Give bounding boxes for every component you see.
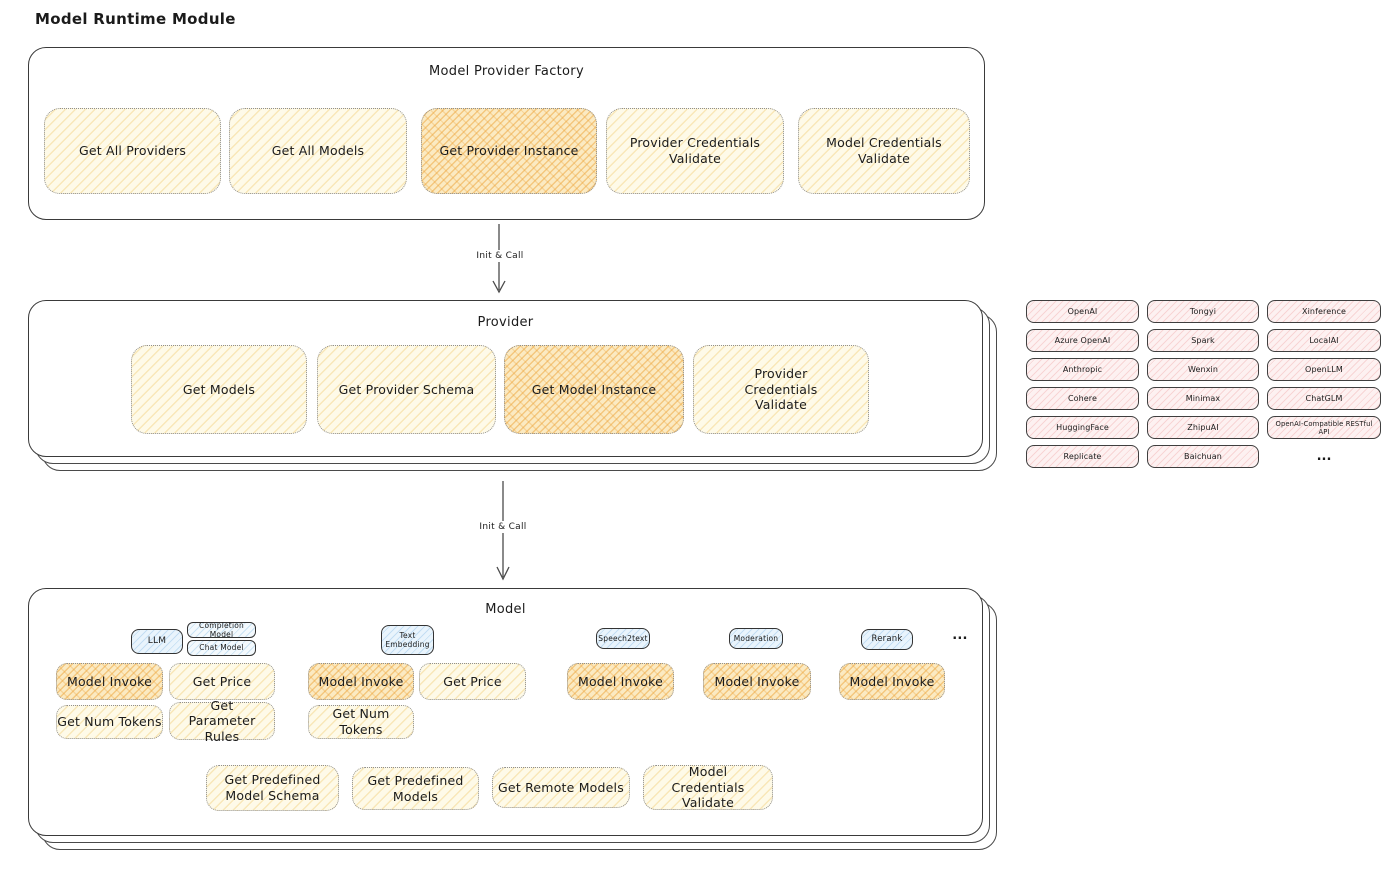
providers-more-ellipsis: ... (1316, 449, 1332, 464)
provider-pill-azure-openai: Azure OpenAI (1026, 329, 1139, 352)
model-box: Model LLM Completion Model Chat Model Te… (28, 588, 983, 836)
tab-moderation: Moderation (729, 628, 783, 649)
arrow1-label: Init & Call (461, 250, 539, 262)
diagram-title: Model Runtime Module (35, 10, 236, 28)
arrow2-label: Init & Call (464, 521, 542, 533)
node-model-invoke-llm: Model Invoke (56, 663, 163, 700)
provider-pill-openllm: OpenLLM (1267, 358, 1381, 381)
provider-pill-huggingface: HuggingFace (1026, 416, 1139, 439)
model-box-title: Model (485, 602, 526, 617)
node-get-parameter-rules: Get Parameter Rules (169, 698, 275, 744)
provider-pill-openai: OpenAI (1026, 300, 1139, 323)
tab-speech2text: Speech2text (596, 628, 650, 649)
model-provider-factory-box: Model Provider Factory Get All Providers… (28, 47, 985, 220)
node-get-predefined-models: Get Predefined Models (352, 767, 479, 810)
provider-pill-openai-compatible: OpenAI-Compatible RESTful API (1267, 416, 1381, 439)
node-get-remote-models: Get Remote Models (492, 767, 630, 808)
node-model-invoke-moderation: Model Invoke (703, 663, 811, 700)
provider-pill-replicate: Replicate (1026, 445, 1139, 468)
provider-pill-baichuan: Baichuan (1147, 445, 1259, 468)
node-get-num-tokens-text-embedding: Get Num Tokens (308, 705, 414, 739)
tab-llm: LLM (131, 629, 183, 654)
node-model-invoke-speech2text: Model Invoke (567, 663, 674, 700)
provider-pill-chatglm: ChatGLM (1267, 387, 1381, 410)
node-get-provider-schema: Get Provider Schema (317, 345, 496, 434)
node-model-credentials-validate-2: Model Credentials Validate (643, 764, 773, 810)
node-model-invoke-text-embedding: Model Invoke (308, 663, 414, 700)
node-get-price-llm: Get Price (169, 663, 275, 700)
tab-text-embedding: Text Embedding (381, 625, 434, 655)
node-get-model-instance: Get Model Instance (504, 345, 684, 434)
node-model-invoke-rerank: Model Invoke (839, 663, 945, 700)
node-provider-credentials-validate: Provider Credentials Validate (606, 108, 784, 194)
node-get-models: Get Models (131, 345, 307, 434)
provider-pill-zhipuai: ZhipuAI (1147, 416, 1259, 439)
provider-box: Provider Get Models Get Provider Schema … (28, 300, 983, 457)
node-get-price-text-embedding: Get Price (419, 663, 526, 700)
provider-pill-localai: LocalAI (1267, 329, 1381, 352)
provider-box-title: Provider (477, 315, 534, 330)
node-get-predefined-model-schema: Get Predefined Model Schema (206, 765, 339, 811)
factory-box-title: Model Provider Factory (429, 64, 584, 79)
provider-pill-xinference: Xinference (1267, 300, 1381, 323)
model-tabs-more-ellipsis: ... (952, 627, 968, 643)
provider-pill-anthropic: Anthropic (1026, 358, 1139, 381)
tab-completion-model: Completion Model (187, 621, 256, 639)
provider-pill-minimax: Minimax (1147, 387, 1259, 410)
node-provider-credentials-validate-2: Provider Credentials Validate (693, 345, 869, 434)
node-get-all-providers: Get All Providers (44, 108, 221, 194)
provider-pill-tongyi: Tongyi (1147, 300, 1259, 323)
tab-rerank: Rerank (861, 629, 913, 650)
node-get-provider-instance: Get Provider Instance (421, 108, 597, 194)
tab-chat-model: Chat Model (187, 640, 256, 656)
node-get-num-tokens-llm: Get Num Tokens (56, 705, 163, 739)
node-get-all-models: Get All Models (229, 108, 407, 194)
provider-pill-wenxin: Wenxin (1147, 358, 1259, 381)
provider-pill-spark: Spark (1147, 329, 1259, 352)
providers-grid: OpenAI Tongyi Xinference Azure OpenAI Sp… (1026, 300, 1381, 468)
provider-pill-cohere: Cohere (1026, 387, 1139, 410)
node-model-credentials-validate: Model Credentials Validate (798, 108, 970, 194)
